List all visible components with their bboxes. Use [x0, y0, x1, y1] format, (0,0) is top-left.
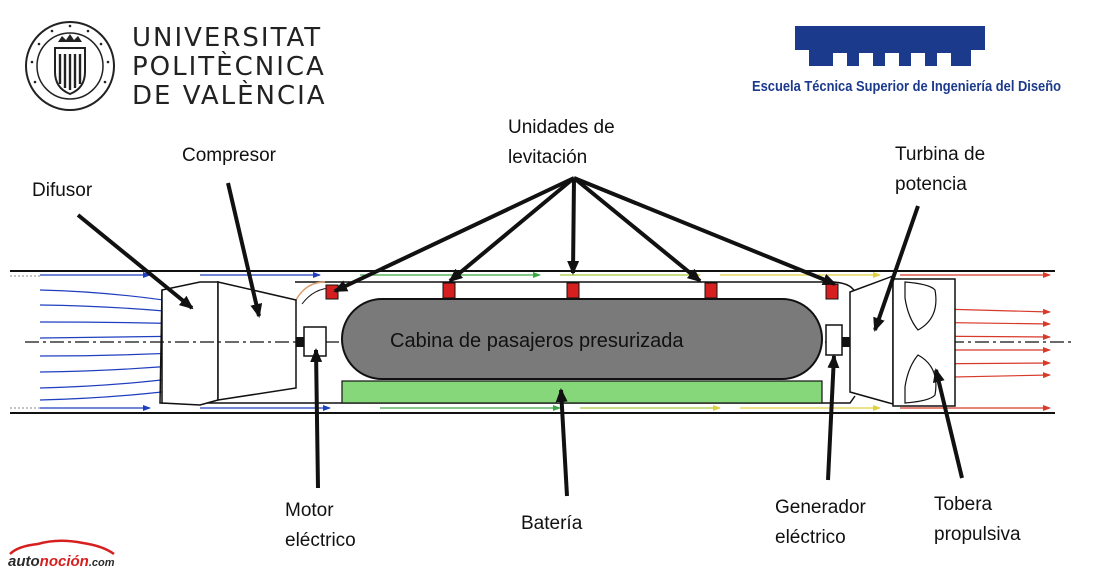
car-silhouette-icon: [9, 539, 115, 556]
diffuser-shape: [161, 281, 219, 406]
label-motor-line-1: Motor: [285, 500, 334, 521]
label-tobera-line-2: propulsiva: [934, 524, 1021, 545]
university-line-3: DE VALÈNCIA: [132, 81, 327, 111]
label-tobera-propulsiva: Tobera propulsiva: [934, 490, 1021, 550]
etsid-logo-mark: [795, 26, 985, 66]
label-levitacion-line-1: Unidades de: [508, 117, 615, 138]
levitation-units: [325, 282, 839, 300]
school-name: Escuela Técnica Superior de Ingeniería d…: [752, 78, 1061, 95]
compressor-shape: [217, 281, 297, 401]
upv-seal-logo: [25, 21, 115, 111]
label-turbina-line-2: potencia: [895, 174, 967, 195]
university-line-1: UNIVERSITAT: [132, 23, 323, 53]
university-name: UNIVERSITAT POLITÈCNICA DE VALÈNCIA: [132, 24, 327, 111]
label-generador-line-1: Generador: [775, 497, 866, 518]
label-bateria-line-1: Batería: [521, 513, 583, 534]
watermark-part-3: .com: [88, 557, 115, 569]
label-compresor-line-1: Compresor: [182, 145, 276, 166]
label-turbina-potencia: Turbina de potencia: [895, 140, 985, 200]
label-motor-line-2: eléctrico: [285, 530, 356, 551]
label-difusor-line-1: Difusor: [32, 180, 93, 201]
cabin-label: Cabina de pasajeros presurizada: [390, 330, 684, 352]
label-turbina-line-1: Turbina de: [895, 144, 986, 165]
battery: [341, 380, 823, 404]
label-generador-electrico: Generador eléctrico: [775, 493, 866, 553]
passenger-cabin: [341, 298, 823, 380]
electric-generator: [825, 324, 843, 356]
leader-arrows: [76, 176, 964, 497]
label-levitacion-line-2: levitación: [508, 147, 588, 168]
label-bateria: Batería: [521, 509, 582, 539]
label-generador-line-2: eléctrico: [775, 527, 846, 548]
watermark-part-2: noción: [39, 553, 89, 570]
label-difusor: Difusor: [32, 176, 92, 206]
label-compresor: Compresor: [182, 141, 276, 171]
label-motor-electrico: Motor eléctrico: [285, 496, 356, 556]
watermark-part-1: auto: [8, 553, 40, 570]
label-unidades-levitacion: Unidades de levitación: [508, 113, 615, 173]
label-tobera-line-1: Tobera: [934, 494, 993, 515]
watermark: autonoción.com: [8, 553, 115, 570]
university-line-2: POLITÈCNICA: [132, 52, 326, 82]
